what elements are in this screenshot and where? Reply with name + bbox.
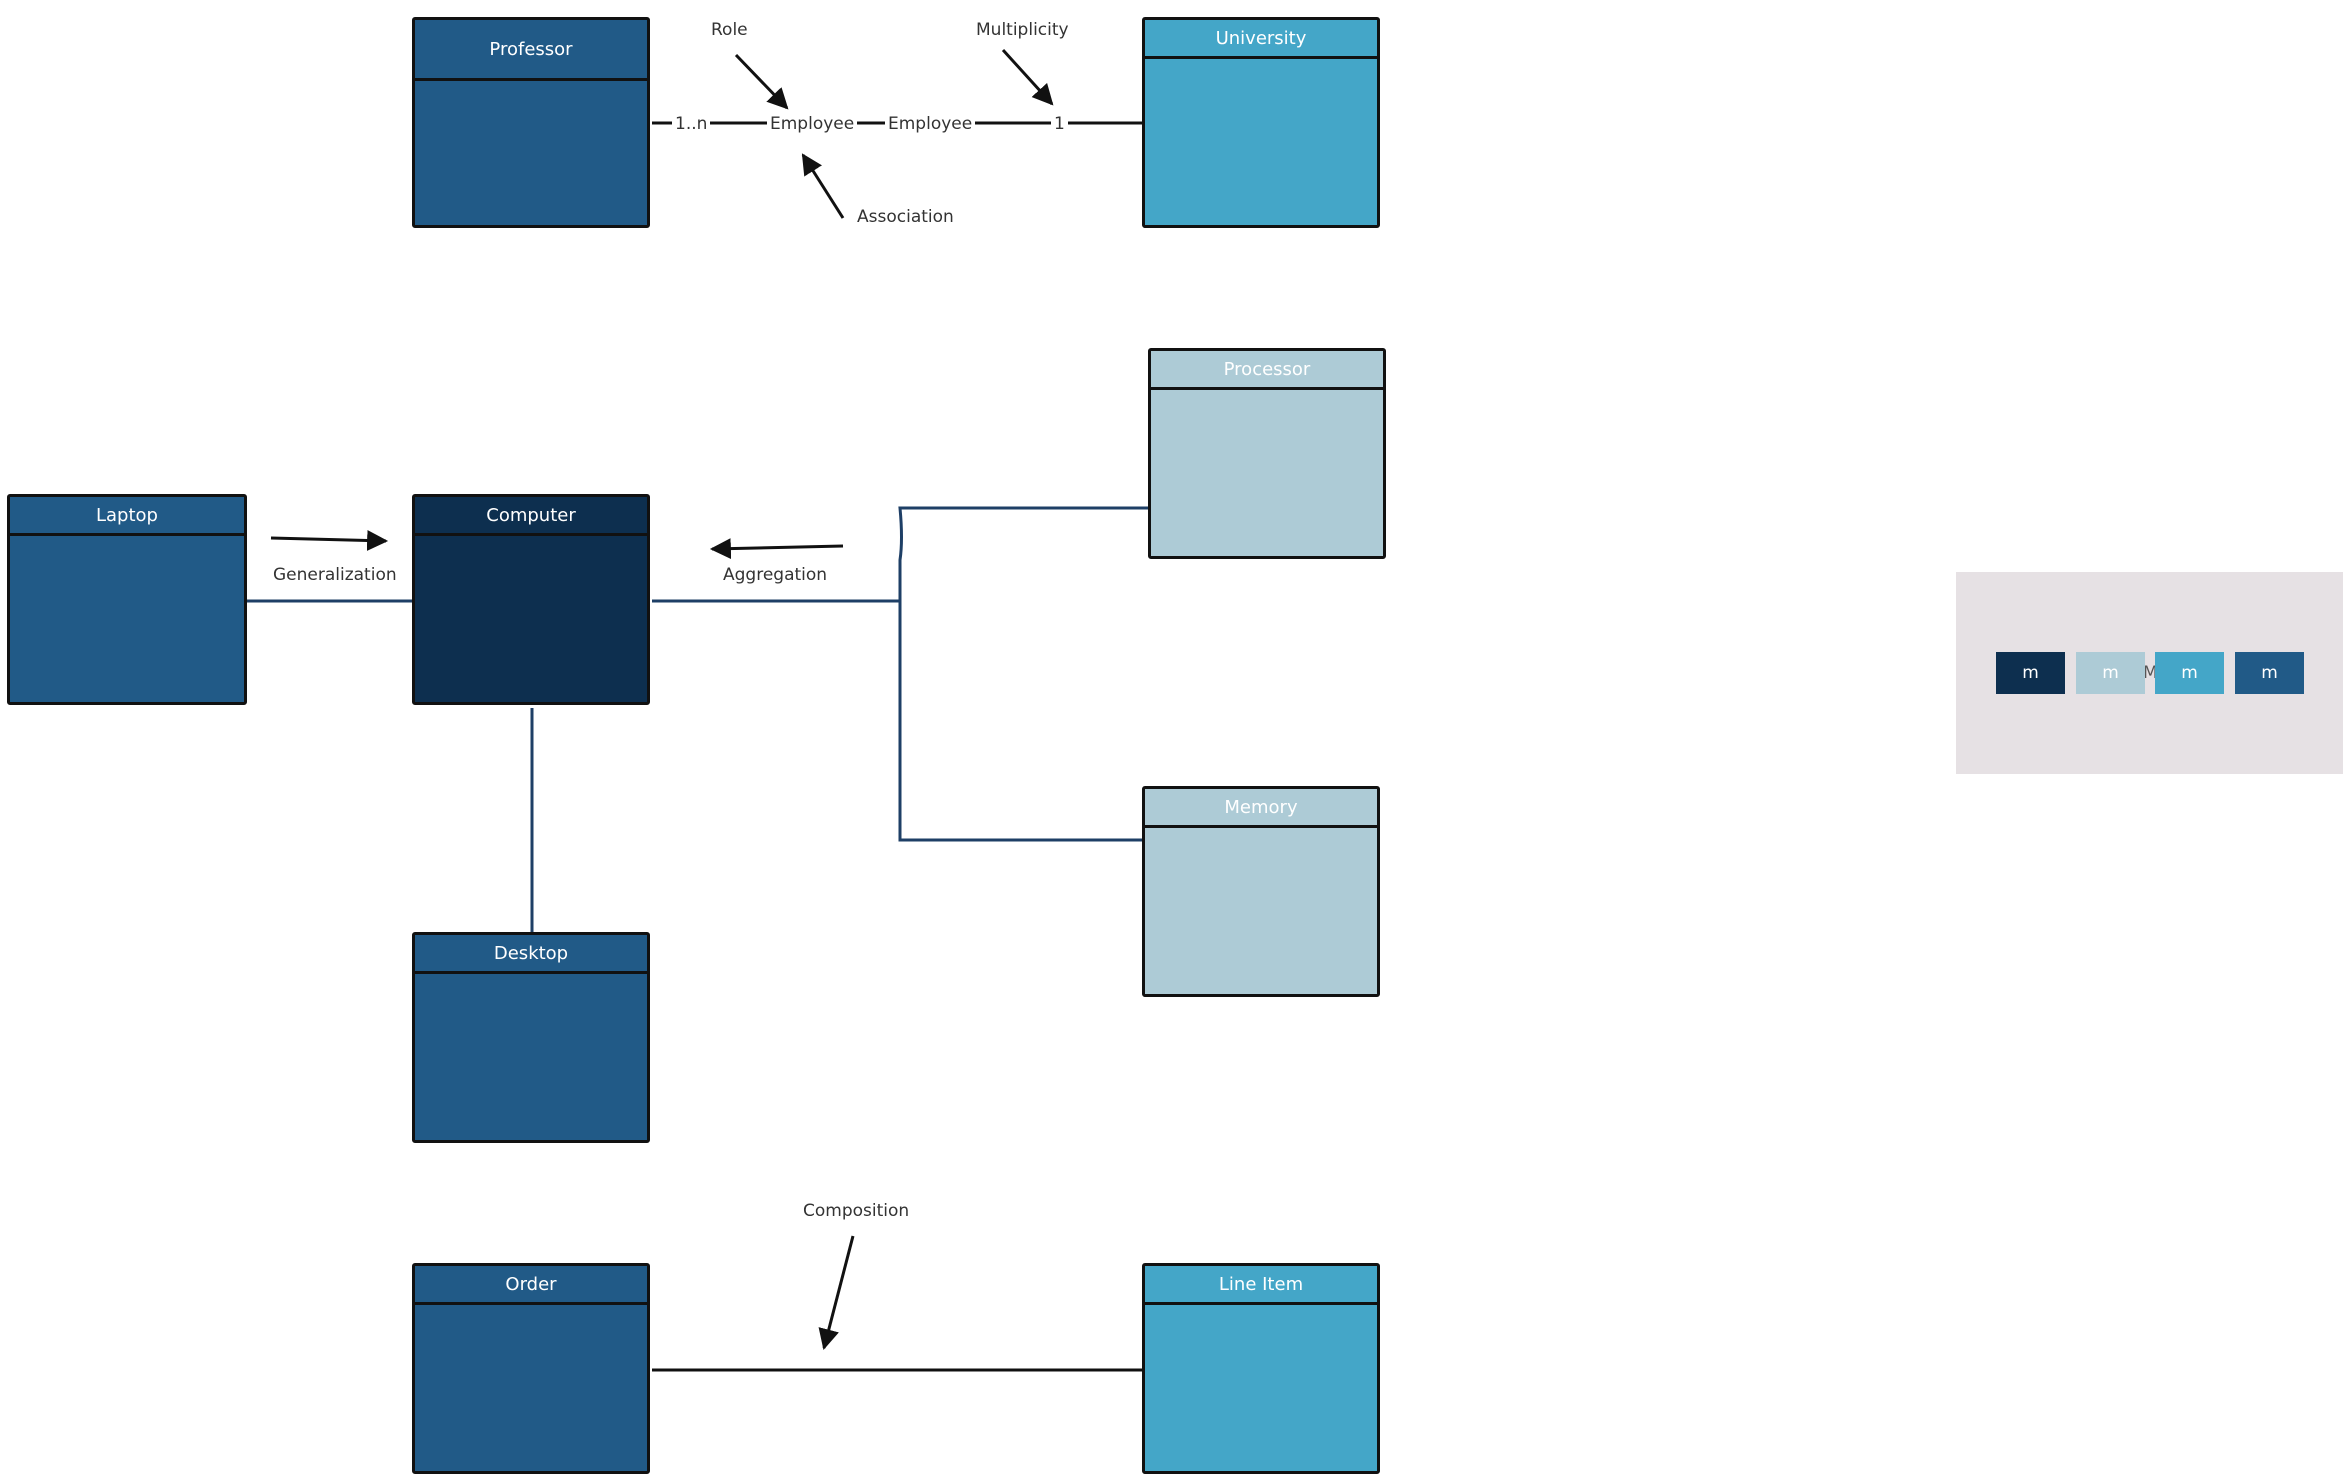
class-desktop[interactable]: Desktop xyxy=(412,932,650,1143)
class-name: Memory xyxy=(1145,789,1377,828)
class-laptop[interactable]: Laptop xyxy=(7,494,247,705)
class-processor[interactable]: Processor xyxy=(1148,348,1386,559)
aggregation-arrow xyxy=(709,538,844,560)
class-memory[interactable]: Memory xyxy=(1142,786,1380,997)
class-line-item[interactable]: Line Item xyxy=(1142,1263,1380,1474)
class-name: Desktop xyxy=(415,935,647,974)
multiplicity-right-label: 1 xyxy=(1051,114,1068,134)
legend-swatch-medium-blue[interactable]: m xyxy=(2155,652,2224,694)
aggregation-lines xyxy=(652,506,1148,842)
class-computer[interactable]: Computer xyxy=(412,494,650,705)
class-name: Order xyxy=(415,1266,647,1305)
role-arrow xyxy=(734,53,789,110)
class-name: Line Item xyxy=(1145,1266,1377,1305)
legend-swatch-dark-blue[interactable]: m xyxy=(2235,652,2304,694)
class-name: University xyxy=(1145,20,1377,59)
role-left-label: Employee xyxy=(767,114,858,134)
composition-annotation: Composition xyxy=(803,1201,910,1221)
class-university[interactable]: University xyxy=(1142,17,1380,228)
class-name: Computer xyxy=(415,497,647,536)
class-name: Professor xyxy=(415,20,647,81)
association-arrow xyxy=(801,153,845,219)
role-right-label: Employee xyxy=(885,114,976,134)
generalization-annotation: Generalization xyxy=(273,565,397,585)
multiplicity-annotation: Multiplicity xyxy=(976,20,1069,40)
composition-arrow xyxy=(818,1235,855,1351)
color-legend: M m m m m xyxy=(1956,572,2343,774)
generalization-arrow xyxy=(270,530,389,552)
association-annotation: Association xyxy=(857,207,954,227)
class-order[interactable]: Order xyxy=(412,1263,650,1474)
multiplicity-arrow xyxy=(1001,48,1054,106)
class-name: Processor xyxy=(1151,351,1383,390)
class-name: Laptop xyxy=(10,497,244,536)
role-annotation: Role xyxy=(711,20,748,40)
aggregation-annotation: Aggregation xyxy=(723,565,828,585)
class-professor[interactable]: Professor xyxy=(412,17,650,228)
legend-swatch-light-blue[interactable]: m xyxy=(2076,652,2145,694)
multiplicity-left-label: 1..n xyxy=(672,114,711,134)
legend-hidden-text: M xyxy=(2143,663,2158,683)
legend-swatch-navy[interactable]: m xyxy=(1996,652,2065,694)
